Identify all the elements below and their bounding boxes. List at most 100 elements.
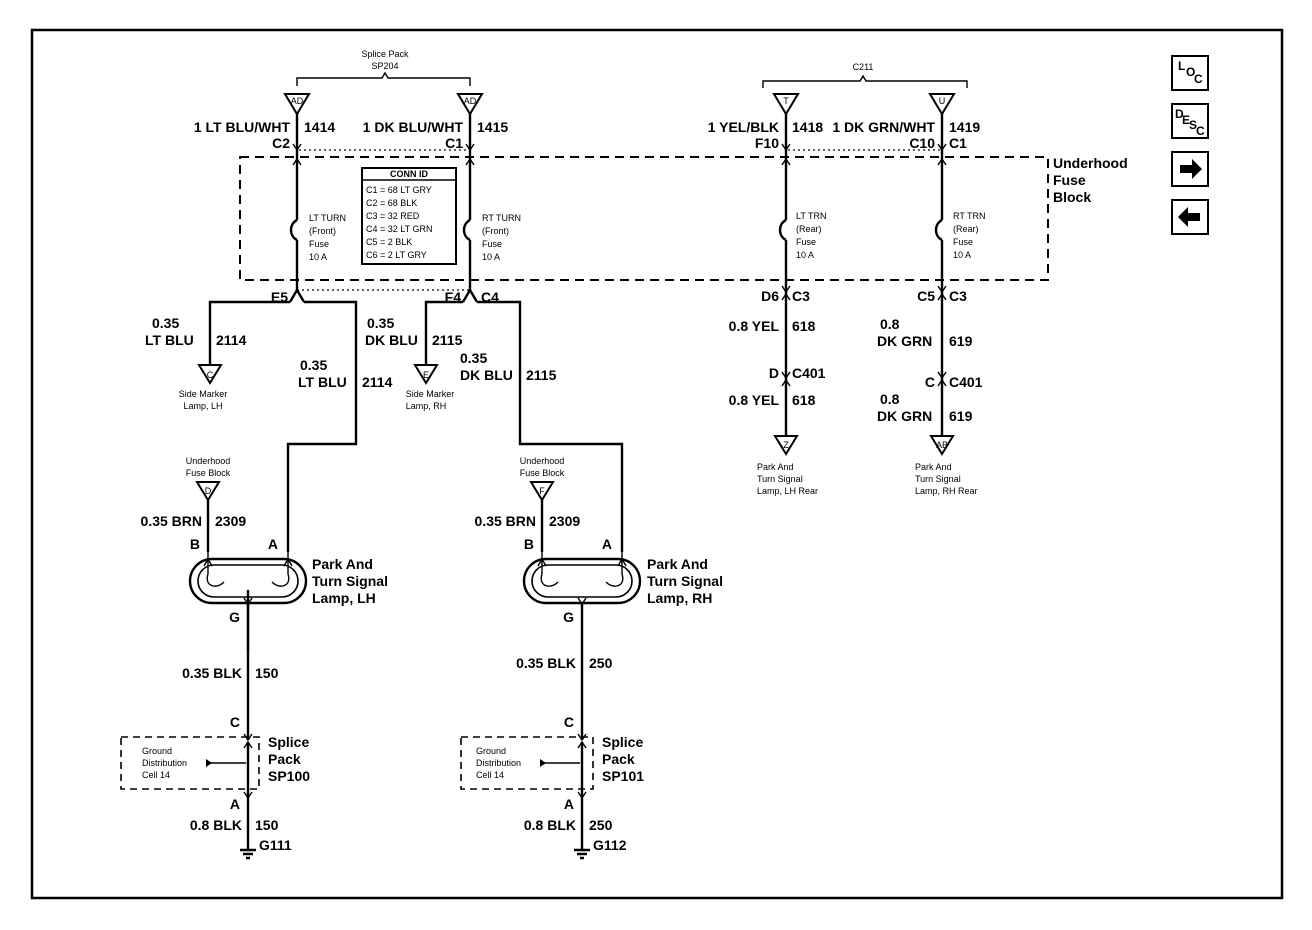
loc-c: C — [1194, 72, 1203, 86]
wire-2114-side — [208, 300, 290, 365]
sp101-gd-2: Distribution — [476, 758, 521, 768]
fuse1-line4: 10 A — [309, 252, 327, 262]
lamp-lh-pin-g: G — [229, 609, 240, 625]
wire-150b-color: 0.8 BLK — [190, 817, 242, 833]
ground-g112: G112 — [593, 837, 627, 853]
lh-rear-2: Turn Signal — [757, 474, 803, 484]
fuse1-line3: Fuse — [309, 239, 329, 249]
lamp-lh-pin-b: B — [190, 536, 200, 552]
fuse2-line1: RT TURN — [482, 213, 521, 223]
fuse-block-title-3: Block — [1053, 189, 1091, 205]
c211-label: C211 — [853, 62, 874, 72]
wire-2115-side — [424, 300, 463, 365]
lamp-rh-label-3: Lamp, RH — [647, 590, 712, 606]
fuse2-line4: 10 A — [482, 252, 500, 262]
sp101-label-2: Pack — [602, 751, 635, 767]
sp101-gd-3: Cell 14 — [476, 770, 504, 780]
conn-f10: F10 — [755, 135, 779, 151]
sp100-label-2: Pack — [268, 751, 301, 767]
wire-1419-circuit: 1419 — [949, 119, 980, 135]
sp100-label-1: Splice — [268, 734, 309, 750]
sp101-label-3: SP101 — [602, 768, 644, 784]
pin-ad-right-triangle — [456, 93, 484, 116]
ground-g112-icon — [574, 848, 590, 860]
fuse-block-title-2: Fuse — [1053, 172, 1086, 188]
conn-c401-a: C401 — [792, 365, 826, 381]
next-button[interactable] — [1171, 151, 1209, 187]
sp101-pin-c: C — [564, 714, 574, 730]
conn-id-c2: C2 = 68 BLK — [366, 198, 417, 208]
desc-s: S — [1189, 118, 1197, 132]
wire-1414-color: 1 LT BLU/WHT — [194, 119, 291, 135]
pin-ab: AB — [936, 440, 948, 450]
wire-2114b-gauge: 0.35 — [300, 357, 327, 373]
pin-f-triangle — [529, 481, 555, 502]
desc-d: D — [1175, 107, 1184, 121]
lh-rear-1: Park And — [757, 462, 794, 472]
pin-z: Z — [783, 440, 789, 450]
conn-c1-b: C1 — [949, 135, 967, 151]
chevrons-top — [292, 143, 947, 166]
pin-c: C — [207, 370, 214, 380]
ground-g111-icon — [240, 848, 256, 860]
pin-ab-triangle — [929, 435, 955, 456]
wire-2309-lh-circuit: 2309 — [215, 513, 246, 529]
prev-button[interactable] — [1171, 199, 1209, 235]
rear-chevrons — [781, 285, 947, 387]
wire-619b-color: DK GRN — [877, 408, 932, 424]
rt-turn-front-fuse-wire — [462, 114, 472, 290]
pin-z-triangle — [773, 435, 799, 456]
lamp-lh-label-1: Park And — [312, 556, 373, 572]
wire-1415-circuit: 1415 — [477, 119, 508, 135]
conn-id-box — [361, 167, 457, 265]
rt-trn-rear-fuse-wire — [934, 114, 944, 448]
fuse2-line2: (Front) — [482, 226, 509, 236]
conn-c401-b: C401 — [949, 374, 983, 390]
sp100-gd-3: Cell 14 — [142, 770, 170, 780]
wire-150-color: 0.35 BLK — [182, 665, 242, 681]
sp101-gd-1: Ground — [476, 746, 506, 756]
wire-2115a-color: DK BLU — [365, 332, 418, 348]
diagram-frame — [30, 28, 1284, 900]
desc-e: E — [1182, 113, 1190, 127]
conn-d-c401: D — [769, 365, 779, 381]
wire-2114a-color: LT BLU — [145, 332, 194, 348]
lamp-rh-pin-b: B — [524, 536, 534, 552]
pin-f: F — [539, 486, 545, 496]
pin-ad-right: AD — [464, 96, 477, 106]
fuse3-line4: 10 A — [796, 250, 814, 260]
ufb-f-1: Underhood — [520, 456, 565, 466]
conn-id-c6: C6 = 2 LT GRY — [366, 250, 427, 260]
desc-button[interactable]: D E S C — [1171, 103, 1209, 139]
pin-ad-left: AD — [291, 96, 304, 106]
rh-rear-2: Turn Signal — [915, 474, 961, 484]
fuse2-line3: Fuse — [482, 239, 502, 249]
arrow-left-icon — [1178, 207, 1200, 227]
wire-2309-lh-color: 0.35 BRN — [141, 513, 202, 529]
wire-2114b-color: LT BLU — [298, 374, 347, 390]
lt-turn-front-fuse-wire — [289, 114, 299, 290]
splice-pack-label: Splice Pack — [361, 49, 409, 59]
sp100-chevrons-bot — [243, 791, 253, 800]
conn-id-c4: C4 = 32 LT GRN — [366, 224, 432, 234]
pin-u-triangle — [928, 93, 956, 116]
rh-rear-1: Park And — [915, 462, 952, 472]
side-marker-rh-2: Lamp, RH — [406, 401, 447, 411]
pin-ad-left-triangle — [283, 93, 311, 116]
pin-t: T — [783, 96, 789, 106]
underhood-fuse-block-outline — [239, 156, 1049, 281]
lt-trn-rear-fuse-wire — [778, 114, 788, 448]
wire-2114a-circuit: 2114 — [216, 332, 247, 348]
wire-619a-color: DK GRN — [877, 333, 932, 349]
loc-button[interactable]: L O C — [1171, 55, 1209, 91]
conn-c1-a: C1 — [445, 135, 463, 151]
sp100-pin-a: A — [230, 796, 240, 812]
wire-2115a-circuit: 2115 — [432, 332, 463, 348]
conn-id-c3: C3 = 32 RED — [366, 211, 420, 221]
lamp-rh-label-2: Turn Signal — [647, 573, 723, 589]
wire-250-color: 0.35 BLK — [516, 655, 576, 671]
fuse3-line2: (Rear) — [796, 224, 822, 234]
conn-c5: C5 — [917, 288, 935, 304]
side-marker-lh-1: Side Marker — [179, 389, 228, 399]
sp100-gd-1: Ground — [142, 746, 172, 756]
